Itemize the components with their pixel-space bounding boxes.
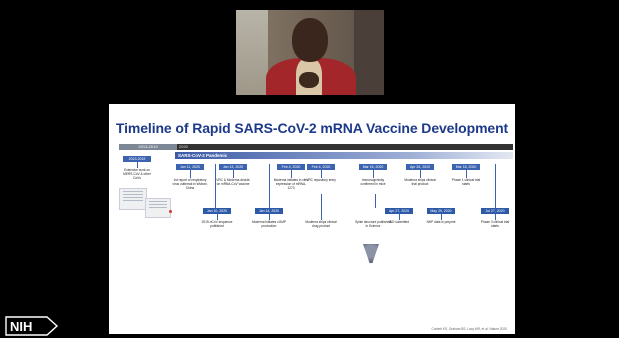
event-top-note: Moderna initiates in vitro expression of… <box>273 178 309 190</box>
event-top-stem <box>190 170 191 178</box>
event-top-date: Jan 11, 2020 <box>176 164 204 170</box>
event-bottom-date: Jul 27, 2020 <box>481 208 509 214</box>
nih-logo-text: NIH <box>10 319 32 334</box>
video-bookshelf <box>354 10 384 95</box>
early-event-stem <box>137 162 138 168</box>
timeline-stem <box>375 194 376 208</box>
era-current-label: 2020 <box>179 144 188 149</box>
event-top-note: Immunogenicity confirmed in mice <box>360 178 386 186</box>
event-bottom-date: Jan 10, 2020 <box>203 208 231 214</box>
timeline-stem <box>269 164 270 208</box>
event-top-note: VRC & Moderna decide on mRNA-CoV vaccine <box>216 178 250 186</box>
event-bottom-stem <box>321 194 322 220</box>
nih-logo-icon: NIH <box>5 316 59 336</box>
nih-logo: NIH <box>5 316 59 336</box>
speaker-video <box>236 10 384 95</box>
event-top-note: Phase 1 clinical trial starts <box>451 178 481 186</box>
event-bottom-stem <box>495 214 496 220</box>
event-top-stem <box>291 170 292 178</box>
event-bottom-date: Apr 27, 2020 <box>385 208 413 214</box>
early-event-date: 2013-2019 <box>123 156 151 162</box>
event-bottom-note: IND submitted <box>388 220 410 224</box>
event-top-stem <box>466 170 467 178</box>
event-bottom-note: Phase 3 clinical trial starts <box>480 220 510 228</box>
event-bottom-stem <box>269 214 270 220</box>
event-bottom-note: NHP data in preprint <box>426 220 456 224</box>
event-bottom-stem <box>217 214 218 220</box>
timeline-stem <box>495 164 496 208</box>
slide-title: Timeline of Rapid SARS-CoV-2 mRNA Vaccin… <box>115 120 509 136</box>
event-top-stem <box>420 170 421 178</box>
pandemic-bar: SARS-CoV-2 Pandemic <box>175 152 513 159</box>
event-top-note: VRC repository entry <box>306 178 336 182</box>
marker-dot <box>169 210 172 213</box>
slide-citation: Corbett KS, Graham BS, Lacy MR, et al. N… <box>431 327 507 331</box>
paper-thumbnail <box>119 188 147 210</box>
era-prior-label: 2013-2019 <box>119 144 177 150</box>
paper-thumbnail <box>145 198 171 218</box>
event-bottom-date: Jan 14, 2020 <box>255 208 283 214</box>
event-top-date: Jan 13, 2020 <box>219 164 247 170</box>
speaker-hand <box>299 72 319 88</box>
event-top-note: 1st report of respiratory virus outbreak… <box>172 178 208 190</box>
event-bottom-note: Moderna ships clinical drug product <box>305 220 337 228</box>
event-bottom-note: 2019-nCoV sequence published <box>201 220 233 228</box>
event-top-date: Mar 16, 2020 <box>359 164 387 170</box>
event-top-date: Apr 26, 2020 <box>406 164 434 170</box>
event-bottom-stem <box>441 214 442 220</box>
event-top-stem <box>321 170 322 178</box>
event-top-stem <box>373 170 374 178</box>
event-top-date: Mar 16, 2020 <box>452 164 480 170</box>
presentation-slide: Timeline of Rapid SARS-CoV-2 mRNA Vaccin… <box>109 104 515 334</box>
timeline-stem <box>215 164 216 208</box>
spike-protein-image <box>363 244 379 268</box>
event-bottom-note: Spike structure published in Science <box>355 220 391 228</box>
early-event-note: Extensive work on MERS-CoV & other CoVs <box>123 168 151 180</box>
event-top-note: Moderna ships clinical trial product <box>404 178 436 186</box>
event-bottom-note: Moderna initiates cGMP production <box>251 220 286 228</box>
event-top-stem <box>233 170 234 178</box>
event-bottom-date: May 29, 2020 <box>427 208 455 214</box>
event-top-date: Feb 4, 2020 <box>307 164 335 170</box>
speaker-head <box>292 18 328 62</box>
event-top-date: Feb 4, 2020 <box>277 164 305 170</box>
event-bottom-stem <box>399 214 400 220</box>
video-window <box>236 10 268 95</box>
era-bar <box>119 144 513 150</box>
